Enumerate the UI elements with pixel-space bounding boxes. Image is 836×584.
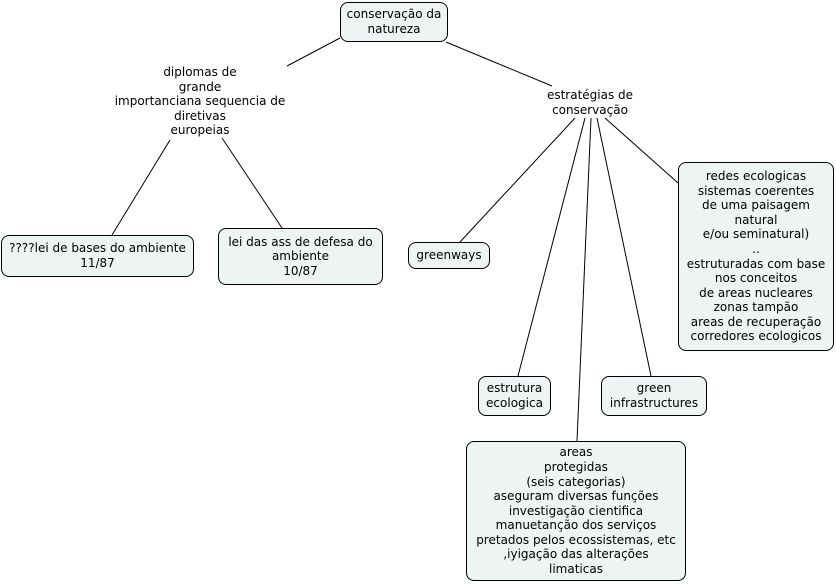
redes-ecologicas-node: redes ecologicas sistemas coerentes de u… — [678, 162, 834, 351]
estrutura-ecologica-node: estrutura ecologica — [478, 376, 551, 416]
diplomas-concept-label: diplomas de grande importanciana sequenc… — [114, 65, 286, 138]
link-diplomas-lei-ass — [221, 137, 283, 229]
link-estrategias-estrutura — [517, 117, 586, 377]
link-estrategias-green-infra — [596, 117, 652, 377]
link-root-estrategias — [445, 41, 553, 87]
lei-bases-node: ????lei de bases do ambiente 11/87 — [1, 235, 194, 277]
greenways-node: greenways — [408, 242, 490, 269]
link-diplomas-lei-bases — [111, 139, 171, 236]
link-estrategias-redes — [604, 117, 679, 184]
areas-protegidas-node: areas protegidas (seis categorias) asegu… — [466, 441, 686, 581]
link-root-diplomas — [286, 37, 341, 67]
estrategias-concept-label: estratégias de conservação — [546, 88, 634, 117]
green-infrastructures-node: green infrastructures — [601, 376, 707, 416]
root-concept-node: conservação da natureza — [340, 2, 448, 42]
lei-ass-node: lei das ass de defesa do ambiente 10/87 — [218, 228, 383, 285]
link-estrategias-areas — [576, 117, 592, 442]
link-estrategias-greenways — [459, 117, 576, 243]
